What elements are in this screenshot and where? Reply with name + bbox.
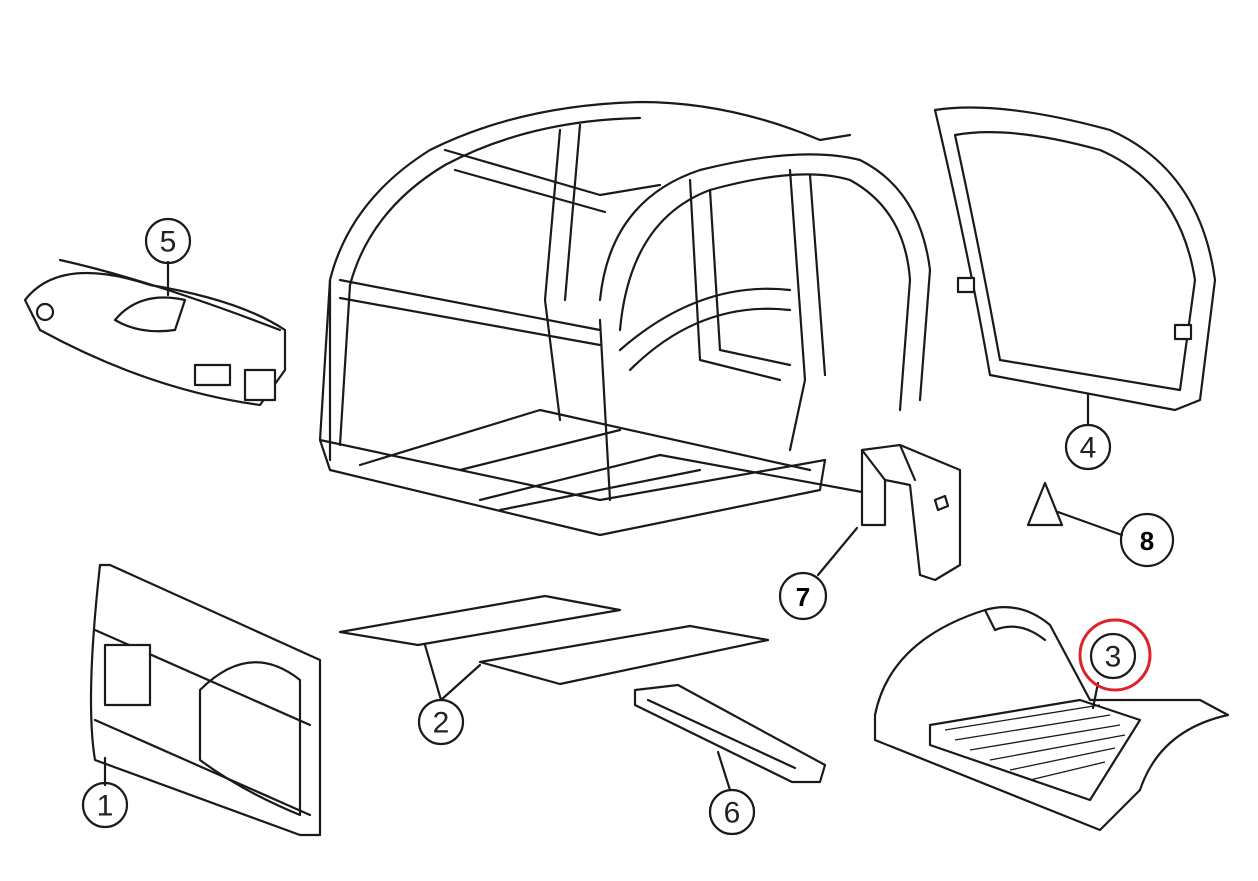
callout-4[interactable]: 4 [1064, 423, 1112, 471]
svg-text:2: 2 [433, 707, 450, 740]
part-3-floor-tray [873, 606, 1230, 832]
svg-text:8: 8 [1140, 526, 1154, 556]
callout-3[interactable]: 3 [1078, 618, 1152, 692]
callout-5[interactable]: 5 [144, 217, 192, 265]
part-5-dashboard-cover [23, 258, 287, 407]
callout-6[interactable]: 6 [708, 788, 756, 836]
part-7-bracket [860, 443, 962, 582]
part-1-rear-panel [89, 563, 322, 837]
svg-text:7: 7 [796, 582, 810, 612]
callout-1[interactable]: 1 [81, 781, 129, 829]
svg-text:5: 5 [160, 226, 177, 259]
part-6-trim-strip [633, 683, 827, 784]
callout-8[interactable]: 8 [1119, 512, 1175, 568]
svg-text:4: 4 [1080, 432, 1097, 465]
leader-7 [816, 526, 859, 577]
part-4-door-frame [933, 106, 1217, 412]
svg-text:3: 3 [1105, 641, 1122, 674]
callout-7[interactable]: 7 [778, 571, 828, 621]
callout-2[interactable]: 2 [417, 698, 465, 746]
leader-3 [1091, 681, 1100, 710]
cab-frame [318, 100, 932, 537]
leader-2 [423, 643, 482, 702]
leader-7-to-frame [658, 453, 864, 494]
svg-text:1: 1 [97, 790, 114, 823]
svg-text:6: 6 [724, 797, 741, 830]
part-8-wedge [1026, 481, 1064, 527]
leader-8 [1056, 510, 1124, 537]
leader-6 [716, 750, 732, 792]
part-2-floor-mats [338, 594, 770, 686]
highlight-ring [1078, 618, 1152, 692]
